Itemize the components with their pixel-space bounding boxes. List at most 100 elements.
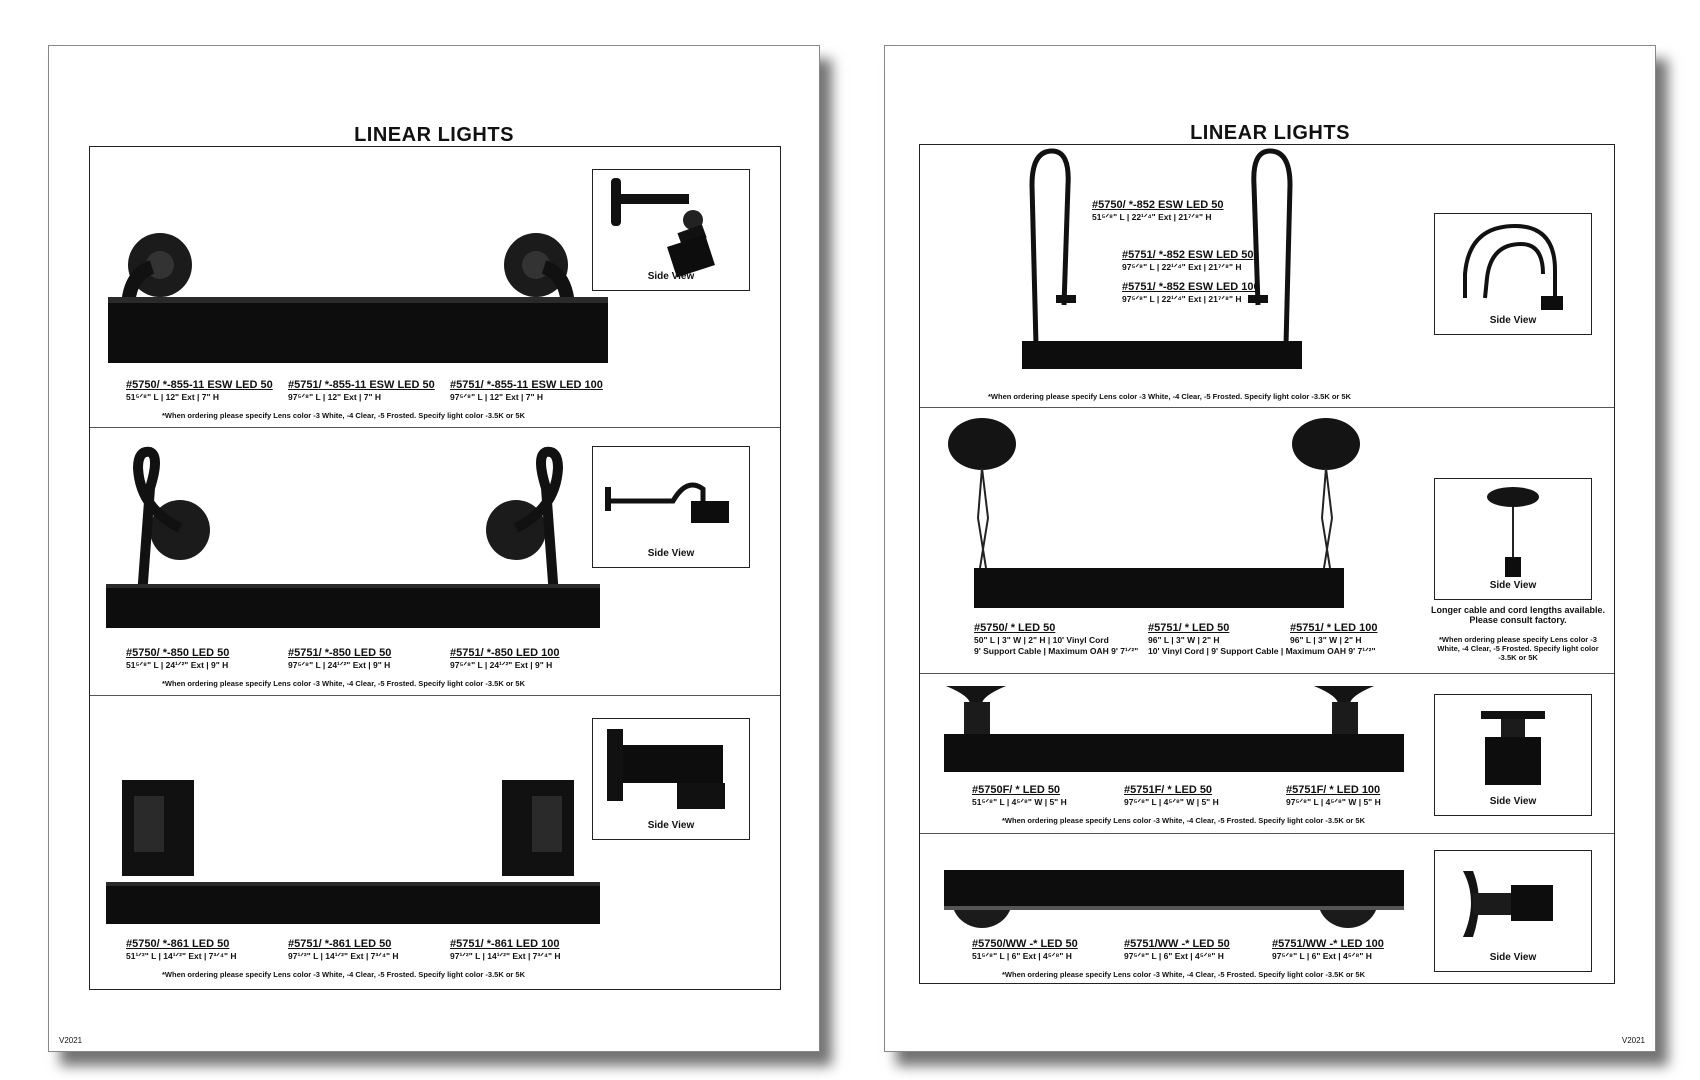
product-code: #5751/ * LED 50 [1148,622,1230,634]
product-section: Side View #5750F/ * LED 50 51⁵ᐟ⁸" L | 4⁵… [920,673,1614,834]
ordering-note: *When ordering please specify Lens color… [1002,970,1365,979]
product-code: #5750/WW -* LED 50 [972,938,1078,950]
product-dimensions-extra: 9' Support Cable | Maximum OAH 9' 7¹ᐟ²" [974,646,1139,656]
product-code: #5751F/ * LED 100 [1286,784,1381,796]
fixture-image-pendant [948,418,1360,608]
product-entry: #5751/ *-861 LED 50 97¹ᐟ²" L | 14¹ᐟ²" Ex… [288,938,399,962]
product-code: #5751/ *-852 ESW LED 100 [1122,281,1260,293]
product-dimensions: 97⁵ᐟ⁸" L | 22¹ᐟ⁴" Ext | 21⁷ᐟ⁸" H [1122,262,1242,272]
product-code: #5751/ *-852 ESW LED 50 [1122,249,1254,261]
product-entry: #5751/ * LED 50 96" L | 3" W | 2" H 10' … [1148,622,1376,657]
side-view-label: Side View [647,271,695,282]
product-code: #5750/ *-852 ESW LED 50 [1092,199,1224,211]
side-view-label: Side View [1489,796,1537,807]
product-dimensions: 97⁵ᐟ⁸" L | 22¹ᐟ⁴" Ext | 21⁷ᐟ⁸" H [1122,294,1242,304]
product-entry: #5750/WW -* LED 50 51⁵ᐟ⁸" L | 6" Ext | 4… [972,938,1078,962]
product-dimensions: 51⁵ᐟ⁸" L | 4⁵ᐟ⁸" W | 5" H [972,797,1067,807]
product-code: #5750/ *-861 LED 50 [126,938,230,950]
ordering-note: *When ordering please specify Lens color… [1002,816,1365,825]
product-dimensions: 97⁵ᐟ⁸" L | 12" Ext | 7" H [288,392,382,402]
side-view-box: Side View [1434,850,1592,972]
side-view-label: Side View [1489,580,1537,591]
ordering-note: *When ordering please specify Lens color… [162,679,525,688]
product-dimensions: 96" L | 3" W | 2" H [1148,635,1220,645]
product-entry: #5750/ *-850 LED 50 51⁵ᐟ⁸" L | 24¹ᐟ²" Ex… [126,647,229,671]
product-code: #5751/ * LED 100 [1290,622,1378,634]
product-dimensions: 97⁵ᐟ⁸" L | 6" Ext | 4⁵ᐟ⁸" H [1124,951,1224,961]
side-view-box: Side View [1434,694,1592,816]
product-code: #5751/ *-855-11 ESW LED 50 [288,379,435,391]
product-code: #5751/ *-861 LED 50 [288,938,392,950]
product-code: #5751/ *-861 LED 100 [450,938,560,950]
product-dimensions: 51⁵ᐟ⁸" L | 22¹ᐟ⁴" Ext | 21⁷ᐟ⁸" H [1092,212,1212,222]
product-code: #5750/ * LED 50 [974,622,1056,634]
product-dimensions: 96" L | 3" W | 2" H [1290,635,1362,645]
product-dimensions: 51⁵ᐟ⁸" L | 6" Ext | 4⁵ᐟ⁸" H [972,951,1072,961]
product-entry: #5751/ * LED 100 96" L | 3" W | 2" H [1290,622,1377,645]
product-code: #5751/ *-855-11 ESW LED 100 [450,379,603,391]
side-view-box: Side View [592,446,750,568]
product-dimensions: 51⁵ᐟ⁸" L | 12" Ext | 7" H [126,392,220,402]
product-dimensions: 97⁵ᐟ⁸" L | 4⁵ᐟ⁸" W | 5" H [1124,797,1219,807]
product-entry: #5751/WW -* LED 50 97⁵ᐟ⁸" L | 6" Ext | 4… [1124,938,1230,962]
product-code: #5750F/ * LED 50 [972,784,1061,796]
catalog-page-right: LINEAR LIGHTS #5750/ *-852 ESW LED 50 51… [884,45,1656,1052]
product-section: Side View #5750/WW -* LED 50 51⁵ᐟ⁸" L | … [920,833,1614,984]
product-entry: #5750F/ * LED 50 51⁵ᐟ⁸" L | 4⁵ᐟ⁸" W | 5"… [972,784,1067,808]
product-frame: Side View #5750/ *-855-11 ESW LED 50 51⁵… [89,146,781,990]
product-section: Side View #5750/ *-850 LED 50 51⁵ᐟ⁸" L |… [90,427,780,696]
product-code: #5751F/ * LED 50 [1124,784,1213,796]
side-view-image [1463,871,1553,937]
product-entry: #5750/ * LED 50 50" L | 3" W | 2" H | 10… [974,622,1138,657]
product-code: #5751/ *-850 LED 50 [288,647,392,659]
side-view-label: Side View [1489,952,1537,963]
page-title: LINEAR LIGHTS [1190,122,1350,144]
product-dimensions: 97¹ᐟ²" L | 14¹ᐟ²" Ext | 7³ᐟ⁴" H [450,951,561,961]
product-entry: #5751F/ * LED 50 97⁵ᐟ⁸" L | 4⁵ᐟ⁸" W | 5"… [1124,784,1219,808]
version-footer: V2021 [1621,1036,1645,1045]
ordering-note: *When ordering please specify Lens color… [162,970,525,979]
side-view-label: Side View [1489,315,1537,326]
product-code: #5751/WW -* LED 50 [1124,938,1230,950]
product-dimensions: 50" L | 3" W | 2" H | 10' Vinyl Cord [974,635,1109,645]
product-code: #5751/ *-850 LED 100 [450,647,560,659]
side-view-box: Side View [1434,213,1592,335]
product-dimensions: 97⁵ᐟ⁸" L | 4⁵ᐟ⁸" W | 5" H [1286,797,1381,807]
product-dimensions: 97¹ᐟ²" L | 14¹ᐟ²" Ext | 7³ᐟ⁴" H [288,951,399,961]
side-view-image [607,729,725,809]
product-section: Side View #5750/ *-855-11 ESW LED 50 51⁵… [90,147,780,427]
fixture-image-wall-wash [944,870,1404,928]
product-dimensions: 97⁵ᐟ⁸" L | 24¹ᐟ²" Ext | 9" H [450,660,553,670]
side-view-label: Side View [647,548,695,559]
product-entry: #5751/ *-852 ESW LED 100 97⁵ᐟ⁸" L | 22¹ᐟ… [1122,281,1260,305]
product-code: #5751/WW -* LED 100 [1272,938,1384,950]
ordering-note: *When ordering please specify Lens color… [162,411,525,420]
product-section: Side View #5750/ *-861 LED 50 51¹ᐟ²" L |… [90,695,780,988]
product-frame: #5750/ *-852 ESW LED 50 51⁵ᐟ⁸" L | 22¹ᐟ⁴… [919,144,1615,984]
product-dimensions-extra: 10' Vinyl Cord | 9' Support Cable | Maxi… [1148,646,1376,656]
ordering-note: *When ordering please specify Lens color… [988,392,1351,401]
catalog-page-left: LINEAR LIGHTS [48,45,820,1052]
product-entry: #5750/ *-852 ESW LED 50 51⁵ᐟ⁸" L | 22¹ᐟ⁴… [1092,199,1223,223]
product-dimensions: 97⁵ᐟ⁸" L | 24¹ᐟ²" Ext | 9" H [288,660,391,670]
product-entry: #5751/WW -* LED 100 97⁵ᐟ⁸" L | 6" Ext | … [1272,938,1384,962]
product-dimensions: 97⁵ᐟ⁸" L | 6" Ext | 4⁵ᐟ⁸" H [1272,951,1372,961]
side-view-image [1487,487,1539,577]
side-view-image [611,178,715,278]
product-dimensions: 51¹ᐟ²" L | 14¹ᐟ²" Ext | 7³ᐟ⁴" H [126,951,237,961]
product-entry: #5751/ *-850 LED 100 97⁵ᐟ⁸" L | 24¹ᐟ²" E… [450,647,559,671]
product-entry: #5751/ *-852 ESW LED 50 97⁵ᐟ⁸" L | 22¹ᐟ⁴… [1122,249,1253,273]
cable-length-note: Longer cable and cord lengths available.… [1430,605,1606,625]
side-view-box: Side View [592,718,750,840]
fixture-image-861 [106,780,600,924]
side-view-label: Side View [647,820,695,831]
product-entry: #5751F/ * LED 100 97⁵ᐟ⁸" L | 4⁵ᐟ⁸" W | 5… [1286,784,1381,808]
side-view-image [1481,711,1545,785]
product-entry: #5751/ *-855-11 ESW LED 50 97⁵ᐟ⁸" L | 12… [288,379,435,403]
product-entry: #5750/ *-861 LED 50 51¹ᐟ²" L | 14¹ᐟ²" Ex… [126,938,237,962]
version-footer: V2021 [59,1036,83,1045]
product-code: #5750/ *-850 LED 50 [126,647,230,659]
side-view-image [605,482,729,523]
page-title: LINEAR LIGHTS [354,124,514,146]
product-code: #5750/ *-855-11 ESW LED 50 [126,379,273,391]
